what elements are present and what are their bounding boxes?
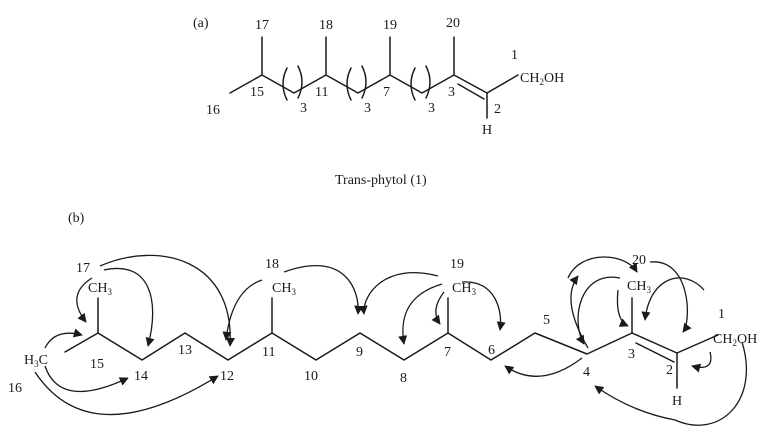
panel-b-num-2: 2 [666, 363, 673, 378]
panel-b-ch2oh-label: CH2OH [713, 332, 757, 348]
panel-b-label: (b) [68, 211, 85, 226]
hmbc-arrow-1-to-3 [641, 277, 705, 321]
hmbc-arrow-19-to-7 [431, 291, 445, 325]
panel-b-num-17: 17 [76, 261, 90, 276]
panel-b-num-9: 9 [356, 345, 363, 360]
panel-b-hydrogen-label: H [672, 394, 682, 409]
panel-b-num-4: 4 [583, 365, 590, 380]
panel-a-num-11: 11 [315, 85, 328, 100]
panel-b-num-18: 18 [265, 257, 279, 272]
panel-b-num-12: 12 [220, 369, 234, 384]
panel-a-caption: Trans-phytol (1) [335, 173, 427, 188]
panel-b-double-bond [635, 342, 675, 363]
panel-b-ch3-18: CH3 [272, 281, 296, 297]
panel-b-num-14: 14 [134, 369, 148, 384]
hmbc-arrow-19-to-9 [358, 272, 439, 315]
hmbc-arrow-4-to-5 [569, 275, 589, 349]
panel-b-num-13: 13 [178, 343, 192, 358]
panel-a-num-16: 16 [206, 103, 220, 118]
hmbc-arrow-19-to-6 [461, 281, 506, 331]
panel-a-num-19: 19 [383, 18, 397, 33]
panel-b-num-1: 1 [718, 307, 725, 322]
panel-b-num-7: 7 [444, 345, 451, 360]
panel-a-num-1: 1 [511, 48, 518, 63]
hmbc-arrow-20-to-4 [575, 276, 621, 345]
panel-a-repeat-bracket-3: 3 [410, 65, 435, 116]
panel-b-skeleton [64, 332, 719, 361]
hmbc-arrow-18-to-12 [222, 279, 263, 341]
hmbc-arrow-16-to-12 [34, 371, 219, 416]
hmbc-arrow-19-to-8 [398, 283, 443, 345]
panel-b-num-11: 11 [262, 345, 275, 360]
panel-a-num-18: 18 [319, 18, 333, 33]
panel-a-repeat-count-3: 3 [428, 101, 435, 116]
panel-a: (a) 3 3 3 17 18 19 20 [193, 16, 564, 188]
hmbc-arrow-18-to-9 [283, 265, 364, 315]
panel-b-num-19: 19 [450, 257, 464, 272]
hmbc-arrow-4-to-6 [504, 357, 583, 377]
panel-b-ch3-17: CH3 [88, 281, 112, 297]
hmbc-arrow-16-to-15 [44, 328, 83, 349]
hmbc-arrow-20-to-3 [616, 289, 629, 327]
hmbc-arrow-17-to-12 [99, 254, 236, 347]
panel-a-num-15: 15 [250, 85, 264, 100]
panel-a-num-20: 20 [446, 16, 460, 31]
panel-a-hydrogen-label: H [482, 123, 492, 138]
panel-b-num-15: 15 [90, 357, 104, 372]
panel-b-num-5: 5 [543, 313, 550, 328]
panel-a-double-bond [457, 83, 485, 100]
panel-a-label: (a) [193, 16, 209, 31]
hmbc-arrow-17-to-15 [76, 277, 93, 323]
hmbc-arrow-17-to-14 [103, 267, 155, 347]
hmbc-arrow-1-to-4 [594, 341, 748, 426]
panel-b-num-6: 6 [488, 343, 495, 358]
hmbc-arrow-1-to-2 [691, 351, 712, 373]
panel-b-ch3-20: CH3 [627, 279, 651, 295]
hmbc-arrow-5-to-20 [567, 256, 638, 279]
panel-a-repeat-bracket-1: 3 [282, 65, 307, 116]
panel-b-num-16: 16 [8, 381, 22, 396]
panel-b-num-8: 8 [400, 371, 407, 386]
panel-b: (b) [8, 211, 757, 426]
panel-a-num-7: 7 [383, 85, 390, 100]
panel-b-num-10: 10 [304, 369, 318, 384]
panel-b-ch3-19: CH3 [452, 281, 476, 297]
panel-a-ch2oh-label: CH2OH [520, 71, 564, 87]
panel-b-h3c-16: H3C [24, 353, 48, 369]
panel-a-num-2: 2 [494, 102, 501, 117]
panel-a-repeat-count-1: 3 [300, 101, 307, 116]
panel-a-repeat-bracket-2: 3 [346, 65, 371, 116]
panel-a-num-17: 17 [255, 18, 269, 33]
panel-a-repeat-count-2: 3 [364, 101, 371, 116]
panel-b-num-3: 3 [628, 347, 635, 362]
panel-b-num-20: 20 [632, 253, 646, 268]
hmbc-arrow-16-to-14 [44, 365, 129, 393]
hmbc-arrow-20-to-2 [649, 261, 692, 333]
panel-b-hmbc-arrows [34, 254, 748, 426]
panel-a-num-3: 3 [448, 85, 455, 100]
panel-a-skeleton [229, 74, 519, 94]
